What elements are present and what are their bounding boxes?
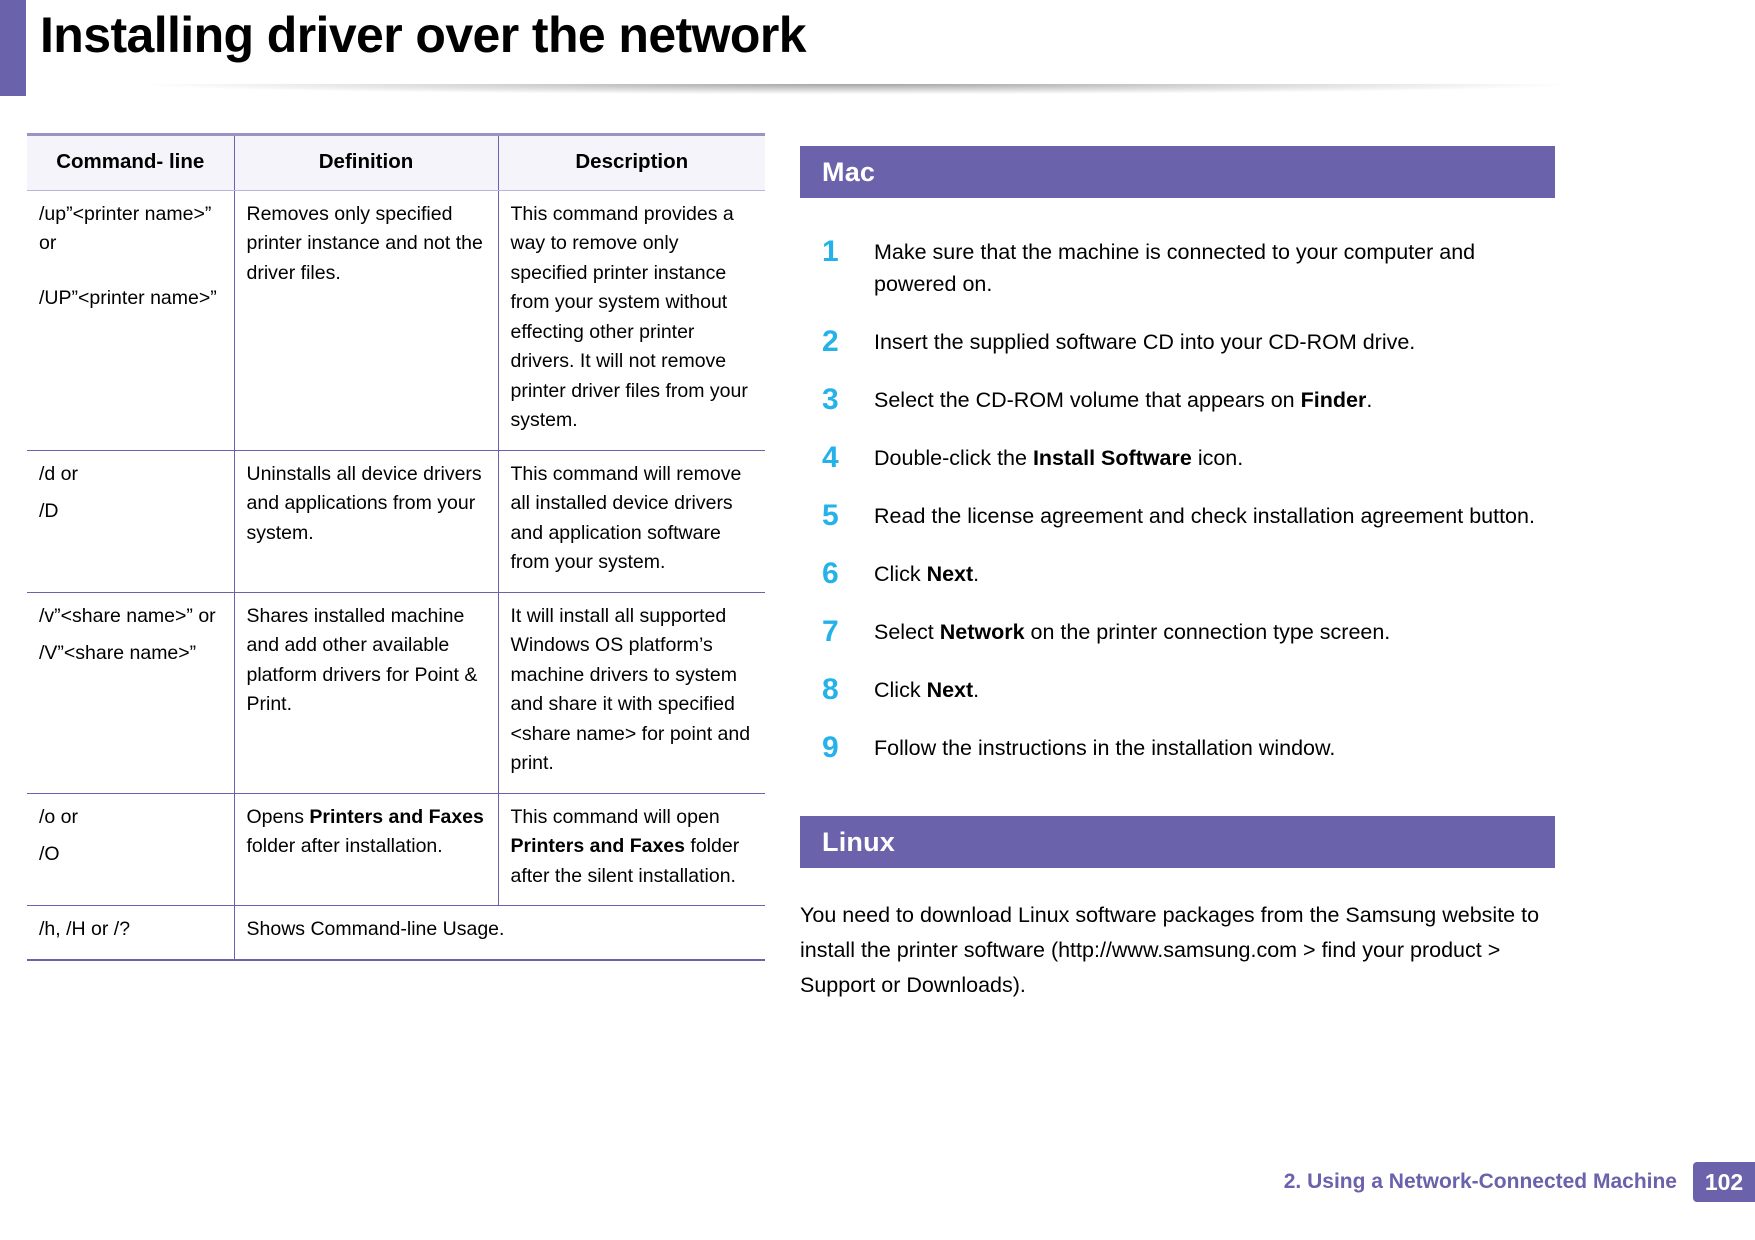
cell-definition: Shares installed machine and add other a… — [233, 591, 498, 793]
step-number: 4 — [822, 441, 839, 474]
step-text-run: Select the CD-ROM volume that appears on — [874, 388, 1301, 412]
list-item: 5 Read the license agreement and check i… — [800, 500, 1555, 532]
table-row: /up”<printer name>” or /UP”<printer name… — [27, 190, 765, 450]
step-text-run: . — [1366, 388, 1373, 412]
page-header: Installing driver over the network — [0, 0, 1755, 96]
list-item: 1 Make sure that the machine is connecte… — [800, 236, 1555, 300]
definition-text: folder after installation. — [246, 835, 443, 857]
table-row: /v”<share name>” or /V”<share name>” Sha… — [27, 591, 765, 793]
left-column: Command- line Definition Description /up… — [27, 133, 765, 961]
step-text-run: icon. — [1191, 446, 1244, 470]
column-header-description: Description — [497, 133, 765, 191]
list-item: 4 Double-click the Install Software icon… — [800, 442, 1555, 474]
cell-description: It will install all supported Windows OS… — [497, 591, 765, 793]
step-text-run: Insert the supplied software CD into you… — [874, 330, 1416, 354]
step-text-run: Double-click the — [874, 446, 1033, 470]
step-text: Select Network on the printer connection… — [848, 616, 1555, 648]
title-accent-bar — [0, 0, 26, 96]
step-text-emphasis: Next — [926, 678, 974, 702]
command-variant: /UP”<printer name>” — [39, 286, 217, 309]
step-text-emphasis: Finder — [1300, 388, 1367, 412]
table-header-row: Command- line Definition Description — [27, 133, 765, 191]
column-header-definition: Definition — [233, 133, 498, 191]
step-text: Insert the supplied software CD into you… — [848, 326, 1555, 358]
page-title: Installing driver over the network — [40, 7, 807, 63]
page-number-badge: 102 — [1693, 1162, 1755, 1202]
command-variant: /V”<share name>” — [39, 642, 197, 664]
step-number: 2 — [822, 325, 839, 358]
cell-definition-merged: Shows Command-line Usage. — [233, 905, 765, 961]
definition-emphasis: Printers and Faxes — [309, 805, 484, 828]
command-variant: /h, /H or /? — [39, 918, 131, 940]
command-variant: /up”<printer name>” or — [39, 202, 212, 255]
step-text-run: Read the license agreement and check ins… — [874, 504, 1535, 528]
step-number: 3 — [822, 383, 839, 416]
step-text-run: Click — [874, 562, 927, 586]
command-variant: /O — [39, 843, 60, 865]
step-number: 9 — [822, 731, 839, 764]
list-item: 7 Select Network on the printer connecti… — [800, 616, 1555, 648]
step-text-emphasis: Network — [939, 620, 1025, 644]
linux-description-paragraph: You need to download Linux software pack… — [800, 903, 1540, 997]
step-text: Select the CD-ROM volume that appears on… — [848, 384, 1555, 416]
step-text-run: Follow the instructions in the installat… — [874, 736, 1336, 760]
cell-command-line: /h, /H or /? — [27, 905, 234, 961]
step-text-run: Click — [874, 678, 927, 702]
cell-description: This command will open Printers and Faxe… — [497, 792, 765, 906]
list-item: 8 Click Next. — [800, 674, 1555, 706]
right-column: Mac 1 Make sure that the machine is conn… — [800, 146, 1555, 1003]
command-variant: /d or — [39, 462, 79, 485]
step-text-run: . — [973, 678, 980, 702]
step-number: 6 — [822, 557, 839, 590]
step-text-emphasis: Install Software — [1032, 446, 1192, 470]
definition-text: Opens — [246, 805, 310, 828]
step-number: 8 — [822, 673, 839, 706]
list-item: 9 Follow the instructions in the install… — [800, 732, 1555, 764]
section-heading-linux: Linux — [800, 816, 1555, 868]
page-footer: 2. Using a Network-Connected Machine 102 — [1284, 1162, 1755, 1202]
table-row: /h, /H or /? Shows Command-line Usage. — [27, 905, 765, 961]
command-line-options-table: Command- line Definition Description /up… — [27, 133, 765, 961]
list-item: 3 Select the CD-ROM volume that appears … — [800, 384, 1555, 416]
section-heading-mac: Mac — [800, 146, 1555, 198]
step-text-run: Make sure that the machine is connected … — [874, 240, 1476, 296]
step-text: Double-click the Install Software icon. — [848, 442, 1555, 474]
step-number: 5 — [822, 499, 839, 532]
step-text: Click Next. — [848, 558, 1555, 590]
step-text: Read the license agreement and check ins… — [848, 500, 1555, 532]
step-number: 1 — [822, 235, 839, 268]
cell-command-line: /up”<printer name>” or /UP”<printer name… — [27, 190, 234, 450]
step-text: Make sure that the machine is connected … — [848, 236, 1555, 300]
table-row: /o or /O Opens Printers and Faxes folder… — [27, 792, 765, 906]
cell-definition: Removes only specified printer instance … — [233, 190, 498, 450]
column-header-command-line: Command- line — [27, 133, 234, 191]
step-text-emphasis: Next — [926, 562, 974, 586]
cell-definition: Uninstalls all device drivers and applic… — [233, 449, 498, 592]
cell-description: This command will remove all installed d… — [497, 449, 765, 592]
step-text: Click Next. — [848, 674, 1555, 706]
step-text-run: . — [973, 562, 980, 586]
cell-definition: Opens Printers and Faxes folder after in… — [233, 792, 498, 906]
footer-chapter-label: 2. Using a Network-Connected Machine — [1283, 1170, 1677, 1193]
cell-description: This command provides a way to remove on… — [497, 190, 765, 450]
command-variant: /o or — [39, 805, 79, 828]
cell-command-line: /o or /O — [27, 792, 234, 906]
step-number: 7 — [822, 615, 839, 648]
description-emphasis: Printers and Faxes — [510, 835, 686, 857]
list-item: 6 Click Next. — [800, 558, 1555, 590]
step-text-run: on the printer connection type screen. — [1024, 620, 1391, 644]
command-variant: /v”<share name>” or — [39, 604, 216, 627]
linux-section: Linux You need to download Linux softwar… — [800, 816, 1555, 1003]
table-row: /d or /D Uninstalls all device drivers a… — [27, 449, 765, 592]
description-text: This command will open — [510, 805, 720, 828]
description-text: folder after the silent installation. — [510, 835, 740, 887]
cell-command-line: /d or /D — [27, 449, 234, 592]
mac-steps-list: 1 Make sure that the machine is connecte… — [800, 236, 1555, 764]
command-variant: /D — [39, 500, 59, 522]
header-shadow-divider — [26, 84, 1755, 100]
step-text-run: Select — [874, 620, 940, 644]
cell-command-line: /v”<share name>” or /V”<share name>” — [27, 591, 234, 793]
list-item: 2 Insert the supplied software CD into y… — [800, 326, 1555, 358]
step-text: Follow the instructions in the installat… — [848, 732, 1555, 764]
